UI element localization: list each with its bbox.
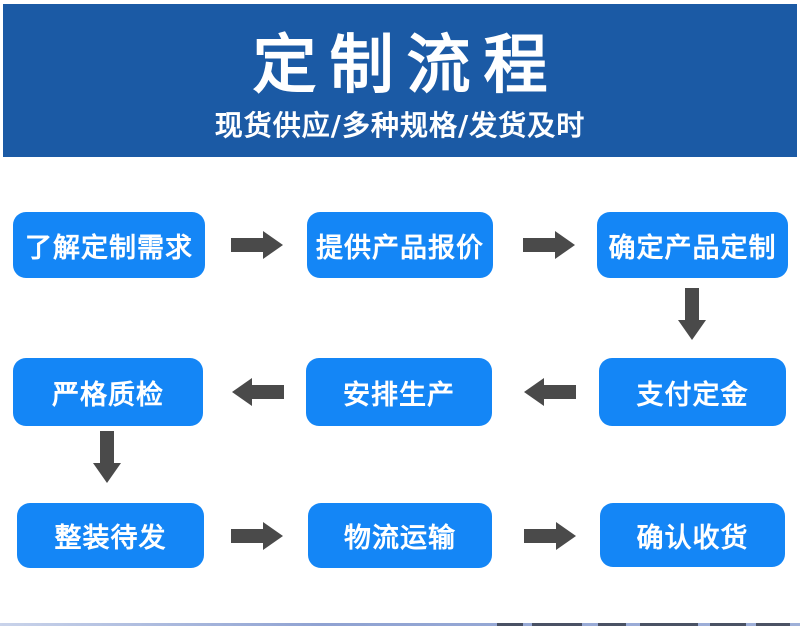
page-subtitle: 现货供应/多种规格/发货及时 bbox=[214, 109, 586, 142]
flow-box-provide-quote: 提供产品报价 bbox=[307, 212, 493, 278]
cropped-text-fragment bbox=[532, 623, 582, 626]
header-banner: 定制流程 现货供应/多种规格/发货及时 bbox=[3, 4, 797, 157]
arrow-right-icon bbox=[523, 231, 575, 259]
arrow-shaft bbox=[100, 431, 114, 464]
flow-box-arrange-production: 安排生产 bbox=[306, 358, 492, 426]
arrow-right-icon bbox=[524, 522, 576, 550]
flow-box-label: 物流运输 bbox=[344, 523, 456, 554]
flow-box-confirm-customization: 确定产品定制 bbox=[597, 212, 788, 278]
arrow-head bbox=[524, 378, 544, 406]
arrow-shaft bbox=[524, 529, 557, 543]
flow-box-label: 确认收货 bbox=[636, 522, 749, 554]
arrow-head bbox=[232, 378, 252, 406]
flow-box-pay-deposit: 支付定金 bbox=[599, 358, 786, 426]
arrow-head bbox=[555, 231, 575, 259]
flow-box-label: 确定产品定制 bbox=[608, 232, 777, 264]
arrow-head bbox=[678, 320, 706, 340]
flow-box-label: 整装待发 bbox=[54, 523, 167, 554]
flow-box-label: 安排生产 bbox=[343, 379, 455, 411]
arrow-shaft bbox=[685, 288, 699, 321]
flow-box-confirm-receipt: 确认收货 bbox=[600, 503, 785, 567]
cropped-text-fragment bbox=[710, 623, 746, 626]
flow-box-label: 严格质检 bbox=[52, 379, 164, 411]
cropped-text-fragment bbox=[640, 623, 698, 626]
arrow-head bbox=[263, 522, 283, 550]
flow-box-quality-inspection: 严格质检 bbox=[13, 358, 203, 426]
arrow-down-icon bbox=[678, 288, 706, 340]
flow-box-label: 了解定制需求 bbox=[25, 232, 193, 264]
cropped-text-fragment bbox=[598, 623, 626, 626]
arrow-shaft bbox=[251, 385, 284, 399]
arrow-head bbox=[263, 231, 283, 259]
arrow-shaft bbox=[231, 529, 264, 543]
cropped-text-fragment bbox=[497, 623, 523, 626]
arrow-shaft bbox=[523, 238, 556, 252]
flow-box-pack-ready: 整装待发 bbox=[17, 503, 204, 568]
bottom-cropped-next-section bbox=[0, 623, 800, 626]
cropped-text-fragment bbox=[756, 623, 790, 626]
arrow-down-icon bbox=[93, 431, 121, 483]
flow-box-label: 提供产品报价 bbox=[316, 232, 484, 264]
flow-box-logistics-transport: 物流运输 bbox=[308, 503, 492, 568]
flow-box-understand-requirements: 了解定制需求 bbox=[13, 212, 205, 278]
arrow-left-icon bbox=[232, 378, 284, 406]
arrow-shaft bbox=[543, 385, 576, 399]
arrow-left-icon bbox=[524, 378, 576, 406]
arrow-head bbox=[93, 463, 121, 483]
arrow-right-icon bbox=[231, 522, 283, 550]
arrow-right-icon bbox=[231, 231, 283, 259]
page-title: 定制流程 bbox=[252, 29, 561, 103]
arrow-shaft bbox=[231, 238, 264, 252]
flow-box-label: 支付定金 bbox=[636, 379, 749, 411]
arrow-head bbox=[556, 522, 576, 550]
